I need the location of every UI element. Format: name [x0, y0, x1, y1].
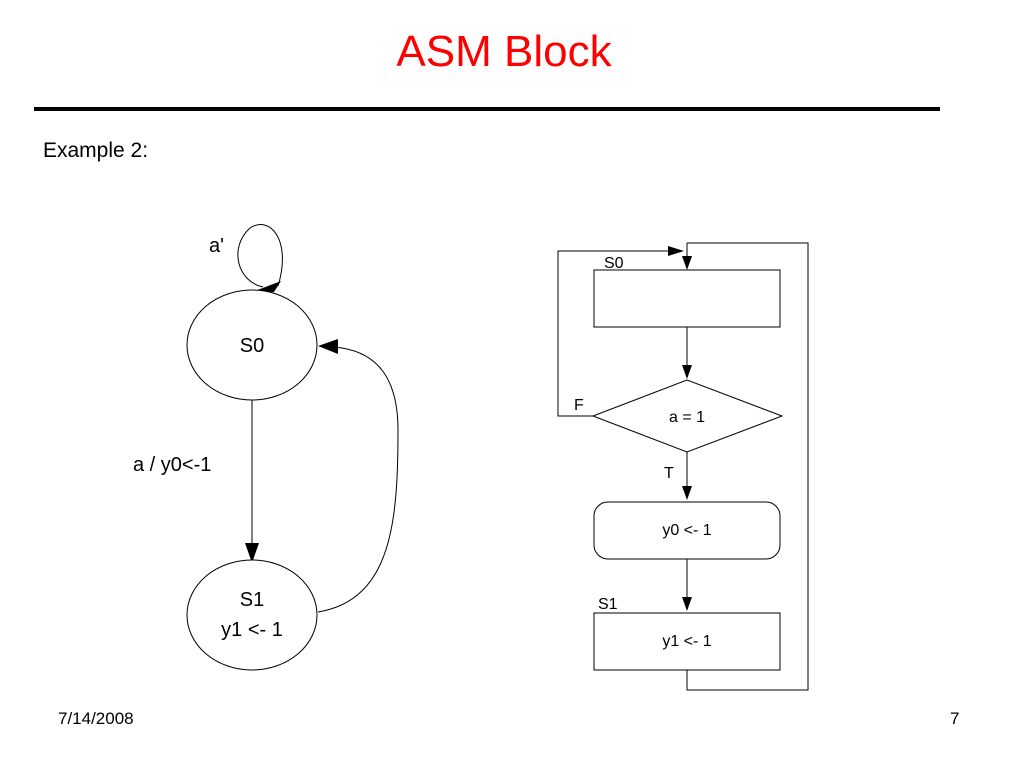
- example-heading: Example 2:: [43, 139, 149, 162]
- asm-state-box-s1: [593, 612, 781, 671]
- asm-true-arrowhead: [682, 486, 692, 500]
- state-diagram: a' S0 a / y0<-1 S1 y1 <- 1: [133, 224, 399, 671]
- asm-s1-output: y1 <- 1: [662, 633, 711, 650]
- self-loop-arrowhead: [255, 281, 281, 292]
- asm-s0-to-decision-arrowhead: [682, 365, 692, 379]
- asm-s1-label: S1: [598, 596, 618, 613]
- state-s1-output: y1 <- 1: [221, 619, 283, 641]
- asm-return-loop: [686, 242, 809, 691]
- asm-decision-condition: a = 1: [669, 409, 705, 426]
- transition-label: a / y0<-1: [133, 454, 211, 476]
- state-s1-label: S1: [240, 589, 264, 611]
- asm-chart: F S0 a = 1 T y0 <- 1 S1 y1 <- 1: [557, 242, 809, 691]
- transition-s0-s1-arrowhead: [245, 543, 259, 563]
- footer-date: 7/14/2008: [58, 709, 134, 728]
- state-s0-label: S0: [240, 335, 264, 357]
- self-loop-edge: [237, 224, 283, 288]
- asm-entry-arrowhead: [682, 256, 692, 270]
- state-s1: [186, 559, 318, 671]
- asm-false-arrowhead: [668, 246, 684, 256]
- title-rule: [34, 107, 940, 111]
- asm-false-loop: [557, 250, 672, 417]
- asm-s0-label: S0: [604, 255, 624, 272]
- asm-false-label: F: [574, 397, 584, 414]
- asm-conditional-output: y0 <- 1: [662, 522, 711, 539]
- page-number: 7: [950, 709, 960, 728]
- transition-s1-s0-arrowhead: [318, 339, 338, 354]
- slide-title: ASM Block: [396, 27, 612, 76]
- asm-output-to-s1-arrowhead: [682, 597, 692, 611]
- asm-true-label: T: [664, 465, 674, 482]
- self-loop-label: a': [209, 235, 224, 257]
- transition-s1-s0-edge: [317, 346, 399, 613]
- asm-state-box-s0: [593, 269, 781, 328]
